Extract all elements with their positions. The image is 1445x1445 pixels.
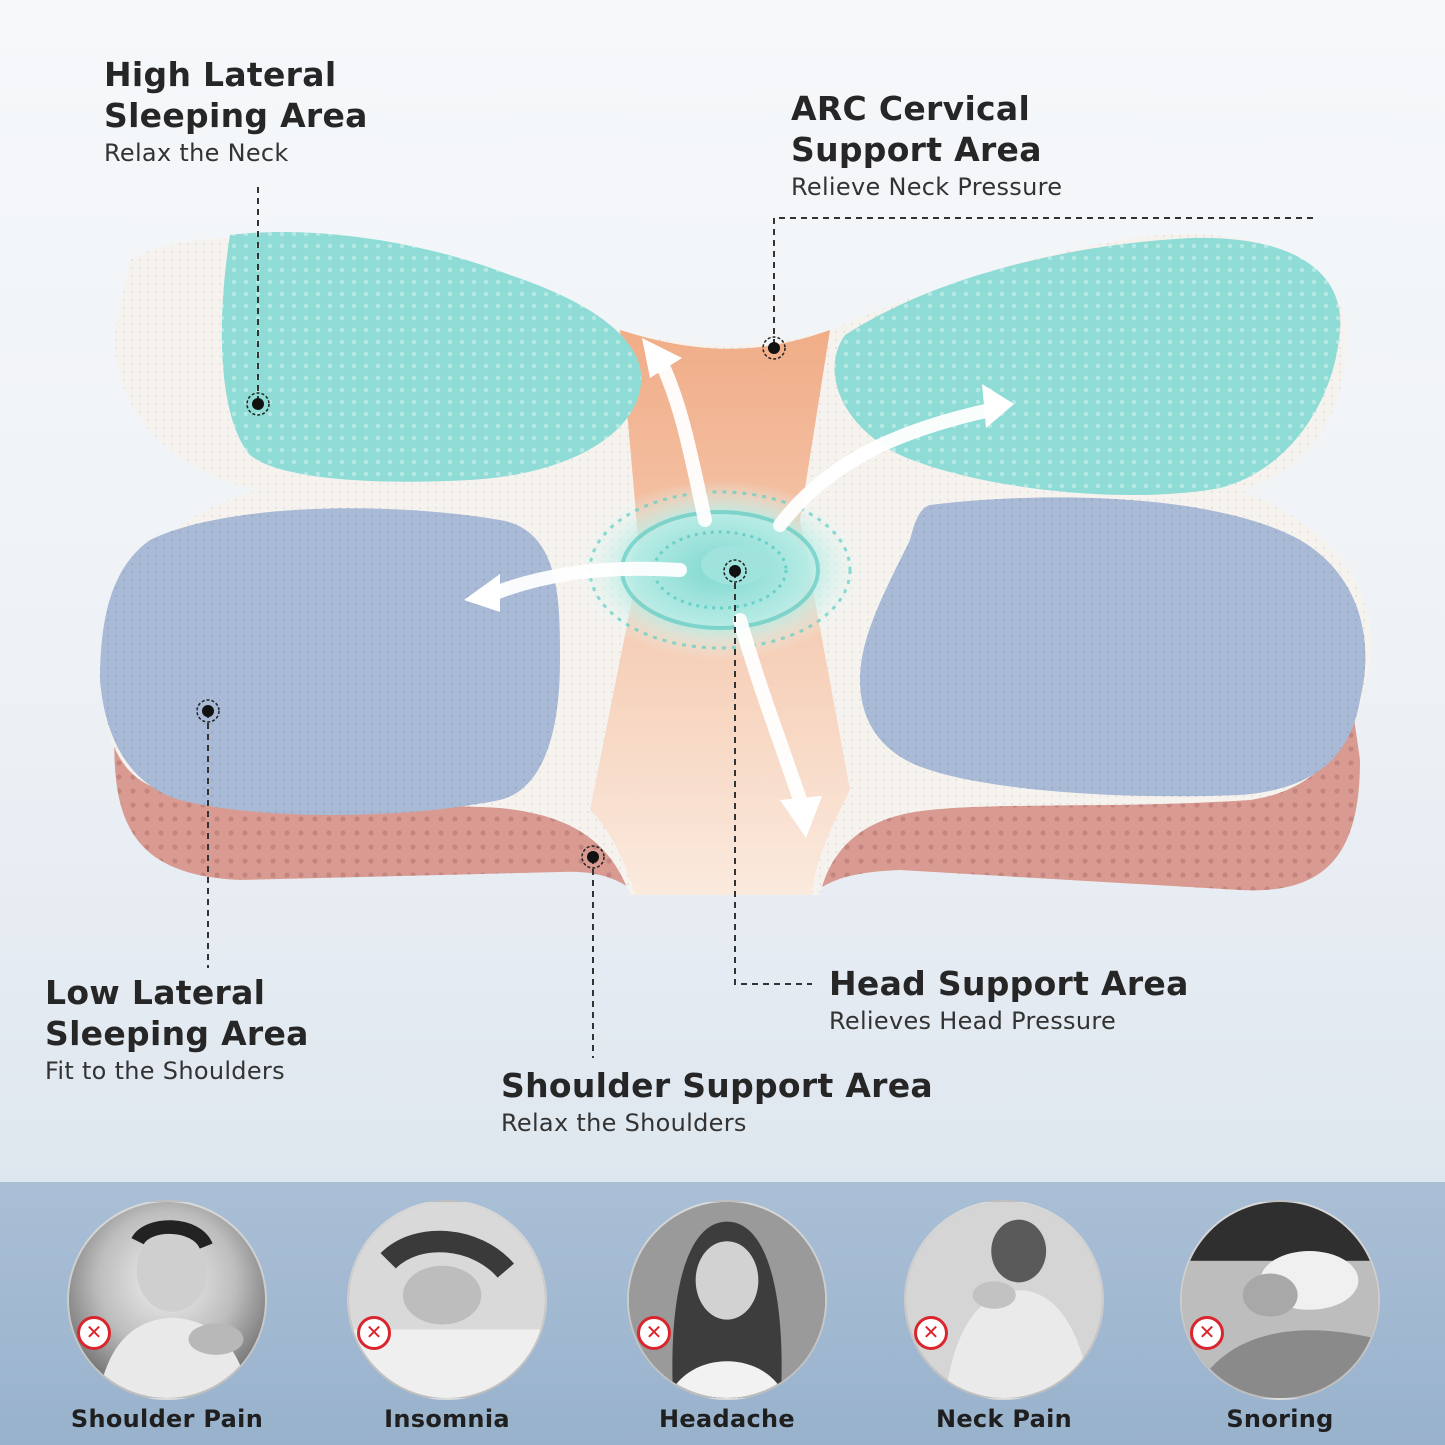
pillow-illustration [100,187,1372,1058]
ailment-label: Headache [659,1405,795,1433]
x-mark-icon: ✕ [1190,1316,1224,1350]
callout-subtitle: Fit to the Shoulders [45,1057,285,1085]
callout-title: Shoulder Support Area [501,1066,933,1105]
x-mark-icon: ✕ [914,1316,948,1350]
callout-title: Support Area [791,130,1042,169]
ailment-neck-pain: ✕ Neck Pain [892,1200,1112,1440]
x-mark-icon: ✕ [77,1316,111,1350]
callout-title: Head Support Area [829,964,1189,1003]
callout-arc-cervical: ARC Cervical Support Area Relieve Neck P… [791,88,1062,204]
ailment-photo [627,1200,827,1400]
ailment-label: Insomnia [384,1405,510,1433]
callout-shoulder-support: Shoulder Support Area Relax the Shoulder… [501,1065,933,1140]
ailment-snoring: ✕ Snoring [1168,1200,1388,1440]
ailment-photo [347,1200,547,1400]
callout-head-support: Head Support Area Relieves Head Pressure [829,963,1189,1038]
ailment-label: Neck Pain [935,1405,1073,1433]
callout-low-lateral: Low Lateral Sleeping Area Fit to the Sho… [45,972,309,1088]
callout-title: Sleeping Area [45,1014,309,1053]
callout-subtitle: Relax the Neck [104,139,289,167]
callout-high-lateral: High Lateral Sleeping Area Relax the Nec… [104,54,368,170]
ailment-insomnia: ✕ Insomnia [335,1200,555,1440]
anchor-dots [196,336,786,869]
pressure-arrows [483,353,997,807]
ailment-shoulder-pain: ✕ Shoulder Pain [55,1200,275,1440]
ailment-photo [904,1200,1104,1400]
x-mark-icon: ✕ [357,1316,391,1350]
ailment-photo [67,1200,267,1400]
x-mark-icon: ✕ [637,1316,671,1350]
callout-subtitle: Relieve Neck Pressure [791,173,1063,201]
ailment-label: Shoulder Pain [70,1405,264,1433]
ailment-photo [1180,1200,1380,1400]
callout-title: High Lateral [104,55,337,94]
callout-subtitle: Relieves Head Pressure [829,1007,1117,1035]
callout-title: Low Lateral [45,973,266,1012]
callout-subtitle: Relax the Shoulders [501,1109,747,1137]
callout-title: ARC Cervical [791,89,1031,128]
callout-title: Sleeping Area [104,96,368,135]
ailment-label: Snoring [1226,1405,1334,1433]
leader-lines [207,187,1313,1058]
ailment-headache: ✕ Headache [615,1200,835,1440]
